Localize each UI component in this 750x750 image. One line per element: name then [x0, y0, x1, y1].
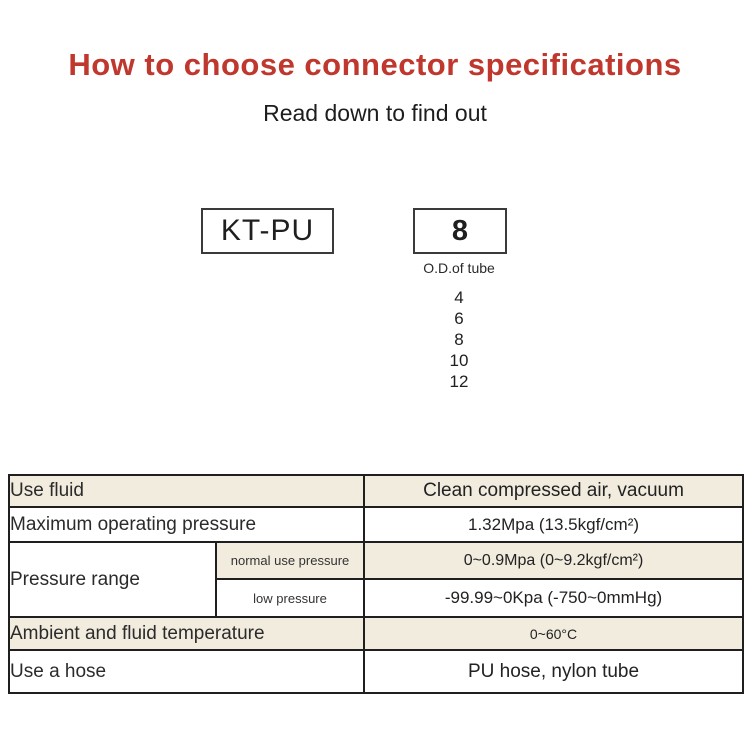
size-code-box: 8 — [413, 208, 507, 254]
row-value: 0~0.9Mpa (0~9.2kgf/cm²) — [363, 541, 745, 580]
row-value: Clean compressed air, vacuum — [363, 474, 745, 508]
page-subtitle: Read down to find out — [263, 100, 487, 126]
table-row: Use fluid Clean compressed air, vacuum — [7, 474, 745, 508]
row-value: 1.32Mpa (13.5kgf/cm²) — [363, 506, 745, 543]
table-row: low pressure -99.99~0Kpa (-750~0mmHg) — [9, 578, 745, 618]
row-sublabel: normal use pressure — [214, 541, 366, 580]
spec-table: Use fluid Clean compressed air, vacuum M… — [7, 474, 745, 694]
table-row: Use a hose PU hose, nylon tube — [7, 649, 745, 694]
page-title: How to choose connector specifications — [68, 47, 682, 82]
row-label: Use fluid — [7, 474, 366, 508]
row-label: Ambient and fluid temperature — [7, 616, 366, 651]
row-value: PU hose, nylon tube — [363, 649, 745, 694]
row-sublabel: low pressure — [214, 578, 366, 618]
size-options-list: 4 6 8 10 12 — [383, 287, 535, 392]
row-value: -99.99~0Kpa (-750~0mmHg) — [363, 578, 745, 618]
size-code-text: 8 — [451, 214, 469, 247]
size-option: 4 — [454, 288, 464, 307]
row-label: Pressure range — [8, 541, 217, 618]
table-row: Maximum operating pressure 1.32Mpa (13.5… — [7, 506, 745, 543]
size-option: 8 — [454, 330, 464, 349]
size-option: 10 — [449, 351, 469, 370]
row-label: Use a hose — [7, 649, 366, 694]
row-label: Maximum operating pressure — [7, 506, 366, 543]
size-option: 6 — [454, 309, 464, 328]
series-code-box: KT-PU — [201, 208, 334, 254]
size-field-label: O.D.of tube — [423, 260, 495, 276]
table-row: Ambient and fluid temperature 0~60°C — [7, 616, 745, 651]
table-row: Pressure range normal use pressure 0~0.9… — [8, 541, 745, 618]
series-code-text: KT-PU — [220, 214, 315, 247]
size-option: 12 — [449, 372, 469, 391]
row-value: 0~60°C — [363, 616, 745, 651]
